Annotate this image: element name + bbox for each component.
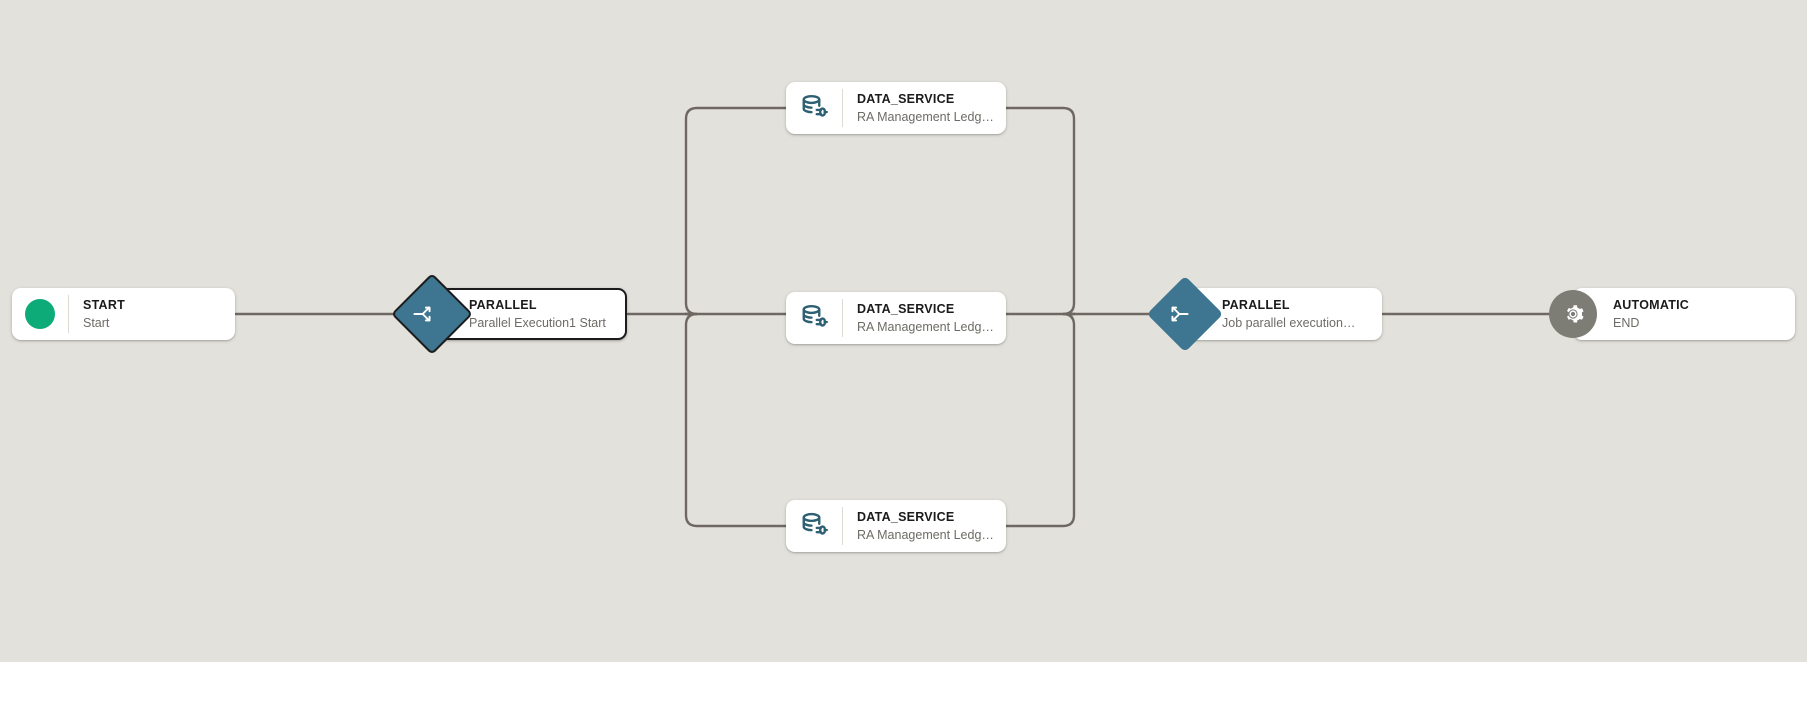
node-data-service[interactable]: DATA_SERVICE RA Management Ledg… bbox=[786, 500, 1006, 552]
node-divider bbox=[842, 507, 843, 545]
node-text: AUTOMATIC END bbox=[1573, 297, 1699, 332]
node-start[interactable]: START Start bbox=[12, 288, 235, 340]
node-subtitle: Job parallel execution… bbox=[1222, 315, 1356, 330]
edge-branch-top-in bbox=[1004, 106, 1076, 316]
node-parallel-split[interactable]: PARALLEL Parallel Execution1 Start bbox=[390, 272, 627, 356]
node-title: AUTOMATIC bbox=[1613, 297, 1690, 312]
bottom-white-strip bbox=[0, 662, 1807, 720]
node-data-service[interactable]: DATA_SERVICE RA Management Ledg… bbox=[786, 82, 1006, 134]
node-title: DATA_SERVICE bbox=[857, 509, 955, 524]
database-plug-icon bbox=[802, 512, 828, 535]
database-plug-icon bbox=[802, 94, 828, 117]
data-service-icon-slot bbox=[786, 292, 842, 344]
node-subtitle: Start bbox=[83, 315, 110, 330]
node-title: START bbox=[83, 297, 125, 312]
data-service-icon-slot bbox=[786, 82, 842, 134]
node-text: START Start bbox=[69, 297, 135, 332]
node-parallel-join[interactable]: PARALLEL Job parallel execution… bbox=[1146, 275, 1382, 353]
edge-branch-top-out bbox=[684, 106, 788, 316]
node-text: DATA_SERVICE RA Management Ledg… bbox=[843, 91, 1004, 126]
node-divider bbox=[68, 295, 69, 333]
node-divider bbox=[842, 89, 843, 127]
data-service-icon-slot bbox=[786, 500, 842, 552]
node-data-service[interactable]: DATA_SERVICE RA Management Ledg… bbox=[786, 292, 1006, 344]
node-title: DATA_SERVICE bbox=[857, 301, 955, 316]
node-text: DATA_SERVICE RA Management Ledg… bbox=[843, 301, 1004, 336]
node-automatic[interactable]: AUTOMATIC END bbox=[1549, 288, 1795, 340]
parallel-split-icon bbox=[413, 306, 431, 322]
node-subtitle: RA Management Ledg… bbox=[857, 527, 994, 542]
database-plug-icon bbox=[802, 304, 828, 327]
parallel-join-icon bbox=[1171, 306, 1189, 322]
node-divider bbox=[842, 299, 843, 337]
node-text: DATA_SERVICE RA Management Ledg… bbox=[843, 509, 1004, 544]
automatic-circle-badge bbox=[1549, 290, 1597, 338]
node-subtitle: RA Management Ledg… bbox=[857, 319, 994, 334]
node-title: PARALLEL bbox=[1222, 297, 1290, 312]
node-title: DATA_SERVICE bbox=[857, 91, 955, 106]
green-circle-icon bbox=[25, 299, 55, 329]
start-icon-slot bbox=[12, 288, 68, 340]
workflow-canvas[interactable]: START Start PARALLEL Parallel Execution1… bbox=[0, 0, 1807, 662]
node-subtitle: Parallel Execution1 Start bbox=[469, 315, 606, 330]
node-title: PARALLEL bbox=[469, 297, 537, 312]
node-subtitle: RA Management Ledg… bbox=[857, 109, 994, 124]
gear-icon bbox=[1567, 305, 1584, 323]
node-text: PARALLEL Job parallel execution… bbox=[1185, 297, 1365, 332]
node-subtitle: END bbox=[1613, 315, 1640, 330]
edge-branch-bottom-in bbox=[1004, 312, 1076, 528]
edge-branch-bottom-out bbox=[684, 312, 788, 528]
node-text: PARALLEL Parallel Execution1 Start bbox=[432, 297, 616, 332]
